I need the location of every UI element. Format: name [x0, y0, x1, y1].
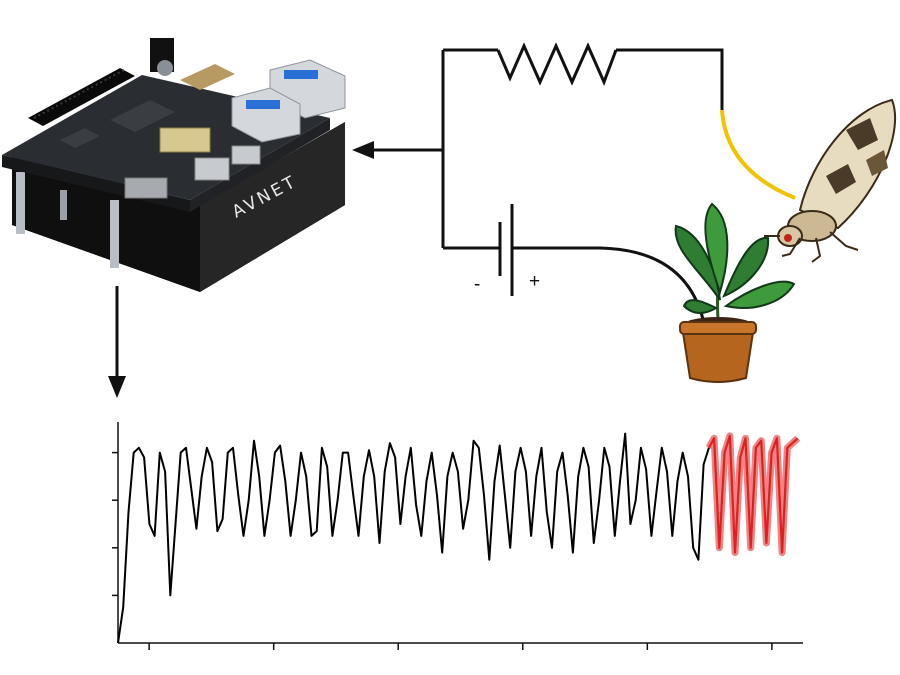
arrow-down-icon	[108, 286, 126, 398]
resistor-icon	[496, 42, 618, 86]
probe-wire	[720, 109, 796, 200]
single-board-computer-icon: AVNET	[2, 38, 346, 292]
series-recorded-line	[117, 432, 710, 644]
arrow-left-icon	[352, 141, 443, 159]
battery-icon: - +	[474, 271, 540, 295]
battery-plus-label: +	[529, 271, 540, 292]
signal-chart	[112, 422, 803, 650]
circuit-wire-top-right	[616, 48, 724, 110]
series-highlighted-line	[707, 434, 799, 554]
leafhopper-insect-icon	[764, 98, 897, 263]
plant-icon	[674, 202, 796, 383]
circuit	[441, 42, 724, 329]
circuit-wire-to-soil	[512, 246, 707, 329]
battery-minus-label: -	[474, 274, 480, 295]
